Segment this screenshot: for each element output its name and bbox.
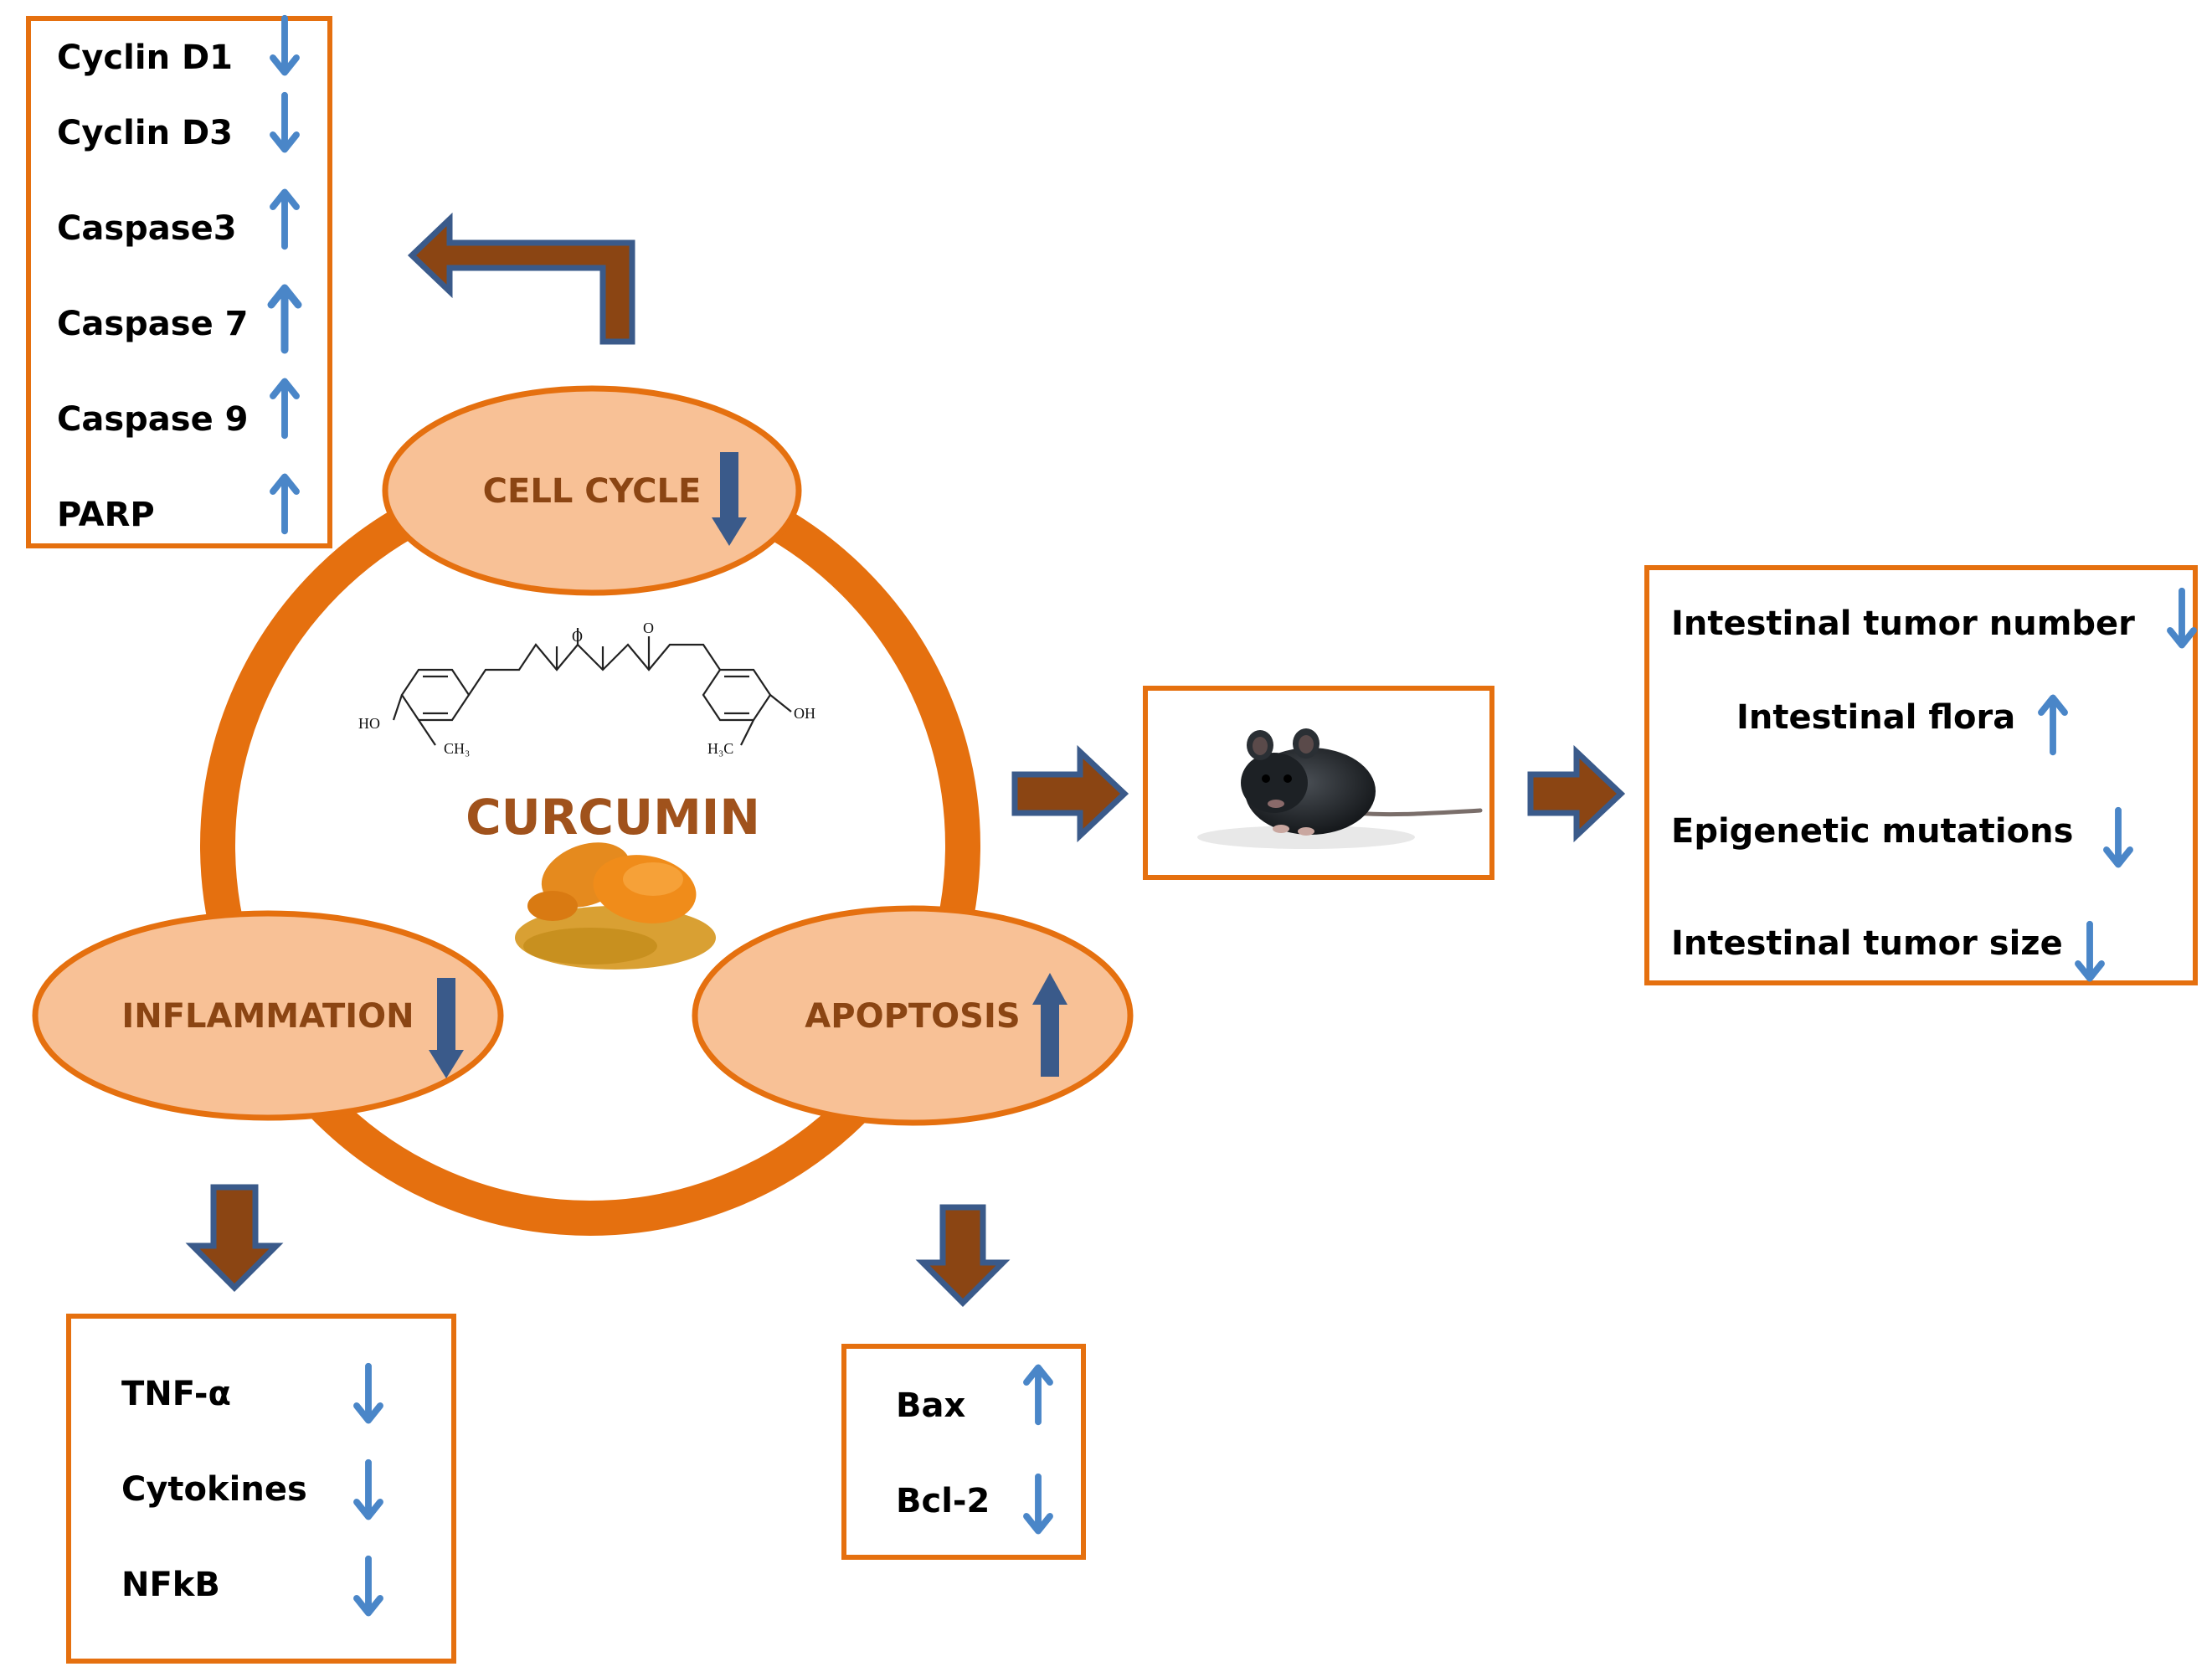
inflammation-markers-box: TNF-α Cytokines NFkB [66,1314,456,1664]
marker-label-caspase9: Caspase 9 [57,400,248,439]
turmeric-photo [515,842,716,970]
apoptosis-up-arrow [1032,973,1067,1077]
ring-to-mouse-arrow [1011,744,1129,843]
marker-row: Caspase3 [57,193,296,249]
outcome-label-tumor-size: Intestinal tumor size [1671,924,2063,963]
outcome-row: Intestinal tumor number [1671,591,2194,646]
outcome-row: Epigenetic mutations [1671,810,2130,865]
curcumin-structure [392,628,792,746]
curcumin-title: CURCUMIN [466,789,760,846]
structure-label-oh: OH [794,705,815,722]
marker-label-parp: PARP [57,496,155,534]
mouse-photo [1197,728,1483,849]
marker-row: Cytokines [121,1463,380,1517]
outcome-label-intestinal-flora: Intestinal flora [1736,698,2015,737]
marker-label-bax: Bax [896,1386,965,1425]
marker-label-nfkb: NFkB [121,1566,220,1604]
marker-label-cytokines: Cytokines [121,1470,307,1509]
mouse-box [1143,686,1494,880]
cell-cycle-elbow-arrow [407,212,635,345]
marker-row: NFkB [121,1559,380,1613]
marker-label-caspase3: Caspase3 [57,209,237,248]
inflammation-label: INFLAMMATION [121,997,414,1036]
marker-row: Bcl-2 [896,1477,1050,1531]
structure-label-h3c: H₃C [707,740,733,757]
mouse-to-outcomes-arrow [1527,744,1626,843]
marker-row: PARP [57,477,296,535]
outcome-row: Intestinal tumor size [1671,924,2101,979]
structure-label-o-right: O [643,620,654,636]
outcomes-box: Intestinal tumor number Intestinal flora… [1644,565,2198,985]
marker-label-tnf-alpha: TNF-α [121,1375,231,1413]
marker-row: Caspase 9 [57,382,296,440]
structure-label-ch3: CH₃ [444,740,470,757]
structure-label-ho: HO [358,715,380,732]
inflammation-down-block-arrow [185,1184,284,1292]
marker-label-bcl2: Bcl-2 [896,1482,990,1520]
outcome-label-epigenetic-mutations: Epigenetic mutations [1671,812,2073,851]
marker-label-caspase7: Caspase 7 [57,305,248,343]
outcome-label-tumor-number: Intestinal tumor number [1671,604,2135,643]
apoptosis-down-block-arrow [915,1204,1011,1307]
marker-row: Cyclin D3 [57,95,296,152]
apoptosis-label: APOPTOSIS [805,997,1020,1036]
structure-label-o-left: O [572,628,583,645]
marker-row: Bax [896,1368,1050,1426]
marker-row: TNF-α [121,1366,380,1421]
apoptosis-oval: APOPTOSIS [692,905,1134,1126]
apoptosis-markers-box: Bax Bcl-2 [841,1344,1086,1560]
cell-cycle-oval: CELL CYCLE [382,385,802,596]
cell-cycle-label: CELL CYCLE [483,472,702,511]
inflammation-oval: INFLAMMATION [32,910,504,1121]
marker-row: Cyclin D1 [57,18,296,77]
cell-cycle-down-arrow [712,452,747,546]
marker-label-cyclin-d3: Cyclin D3 [57,114,233,152]
marker-row: Caspase 7 [57,288,298,350]
cell-cycle-markers-box: Cyclin D1 Cyclin D3 Caspase3 Caspase 7 C… [26,18,332,548]
inflammation-down-arrow [429,978,464,1078]
outcome-row: Intestinal flora [1736,698,2065,753]
marker-label-cyclin-d1: Cyclin D1 [57,39,233,77]
